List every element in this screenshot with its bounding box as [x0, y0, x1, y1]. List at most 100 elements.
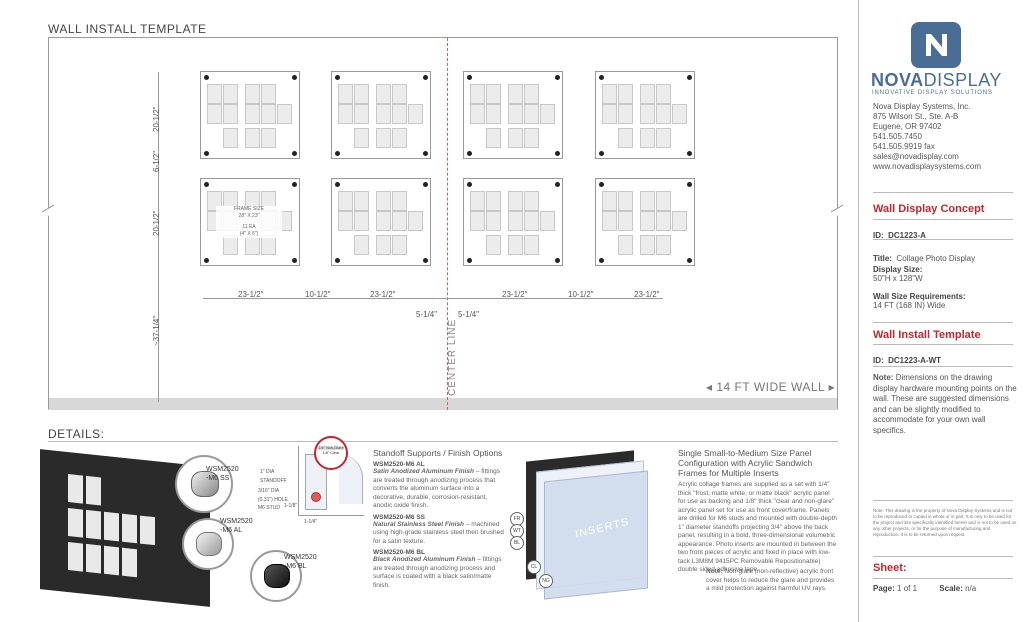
photo-frame: [223, 235, 238, 255]
mount-point: [555, 151, 560, 156]
wall-left-line: [48, 37, 49, 409]
frame-note-line3: 11 EA: [242, 224, 256, 230]
photo-frame: [524, 128, 539, 148]
scale-label: Scale:: [939, 584, 963, 593]
cross-section-stud: [311, 492, 321, 502]
bl-desc-text: – fittings are treated through anodizing…: [373, 556, 502, 589]
template-title: Wall Install Template: [873, 329, 981, 341]
mount-point: [292, 182, 297, 187]
photo-frame: [602, 191, 617, 211]
dim-panel-width-3: 23-1/2": [502, 290, 528, 299]
photo-frame: [470, 191, 485, 211]
photo-frame: [245, 104, 260, 124]
sidebar-divider-6: [873, 366, 1013, 367]
photo-frame: [354, 235, 369, 255]
bl-code: WSM2520-M6 BL: [373, 549, 426, 556]
panel-config-title: Single Small-to-Medium Size Panel Config…: [678, 448, 813, 478]
address-line: 541.505.7450: [873, 132, 922, 141]
bubble-line-2: 1/8" Clear: [322, 451, 340, 455]
photo-frame: [261, 84, 276, 104]
company-address: Nova Display Systems, Inc.875 Wilson St.…: [873, 102, 1017, 172]
template-id: ID: DC1223-A-WT: [873, 350, 1017, 368]
title-label: Title:: [873, 254, 892, 263]
photo-frame: [524, 211, 539, 231]
photo-frame: [656, 235, 671, 255]
al-desc: Satin Anodized Aluminum Finish – fitting…: [373, 468, 507, 511]
photo-frame: [618, 235, 633, 255]
frame-size-note: FRAME SIZE 28" X 23" 11 EA (4" X 6"): [216, 206, 282, 238]
concept-id-label: ID:: [873, 231, 884, 240]
wall-req-row: Wall Size Requirements:14 FT (168 IN) Wi…: [873, 292, 1017, 310]
photo-frame: [338, 104, 353, 124]
photo-frame: [486, 191, 501, 211]
illustration-photo: [68, 474, 83, 504]
photo-frame: [640, 235, 655, 255]
inserts-label: INSERTS: [574, 515, 631, 541]
dim-panel-height-bottom: 20-1/2": [152, 210, 161, 236]
page-label: Page:: [873, 584, 895, 593]
photo-frame: [656, 104, 671, 124]
photo-frame: [376, 84, 391, 104]
photo-frame: [223, 104, 238, 124]
photo-frame: [392, 128, 407, 148]
photo-frame: [223, 128, 238, 148]
mount-point: [204, 182, 209, 187]
sidebar-divider-1: [873, 192, 1013, 193]
sheet-title: Sheet:: [873, 562, 907, 574]
mount-point: [687, 258, 692, 263]
template-id-value: DC1223-A-WT: [888, 356, 942, 365]
mount-point: [335, 258, 340, 263]
mount-point: [599, 75, 604, 80]
photo-frame: [486, 84, 501, 104]
photo-frame: [524, 84, 539, 104]
wall-panel: [331, 178, 431, 266]
vertical-dim-line: [158, 72, 159, 402]
illustration-photo: [122, 513, 137, 544]
tag-ng: NG: [539, 574, 553, 588]
tag-cl: CL: [527, 560, 541, 574]
mount-point: [335, 151, 340, 156]
standoff-al-detail: [182, 518, 234, 570]
tag-bl: BL: [510, 536, 524, 550]
page-value: 1 of 1: [897, 584, 918, 593]
dim-panel-height-top: 20-1/2": [152, 106, 161, 132]
standoff-al-icon: [196, 532, 222, 556]
sidebar-note-text: Dimensions on the drawing display hardwa…: [873, 373, 1017, 435]
photo-frame: [618, 191, 633, 211]
photo-frame: [245, 128, 260, 148]
logo-bold: NOVA: [871, 70, 924, 90]
mount-point: [423, 182, 428, 187]
callout-bl: WSM2520 -M6 BL: [284, 554, 317, 570]
dim-gap-vertical: 6-1/2": [152, 150, 161, 172]
standoff-title: Standoff Supports / Finish Options: [373, 448, 503, 458]
photo-frame: [470, 84, 485, 104]
photo-frame: [640, 84, 655, 104]
photo-frame: [338, 84, 353, 104]
mount-point: [423, 75, 428, 80]
photo-frame: [376, 128, 391, 148]
illustration-photo: [140, 515, 155, 546]
wall-panel: [200, 71, 300, 159]
photo-frame: [354, 211, 369, 231]
photo-frame: [618, 104, 633, 124]
photo-frame: [354, 128, 369, 148]
mount-point: [555, 258, 560, 263]
mount-point: [292, 151, 297, 156]
photo-frame: [470, 211, 485, 231]
fine-print: Note: This drawing is the property of No…: [873, 508, 1017, 537]
photo-frame: [376, 191, 391, 211]
page-title: WALL INSTALL TEMPLATE: [48, 22, 207, 36]
wall-width-label: ◂ 14 FT WIDE WALL ▸: [706, 380, 836, 394]
photo-frame: [508, 211, 523, 231]
photo-frame: [408, 104, 423, 124]
photo-frame: [672, 211, 687, 231]
photo-frame: [245, 84, 260, 104]
size-value: 50"H x 128"W: [873, 274, 923, 283]
mount-point: [555, 75, 560, 80]
photo-frame: [656, 128, 671, 148]
mount-point: [467, 182, 472, 187]
mount-point: [687, 182, 692, 187]
photo-frame: [207, 104, 222, 124]
photo-frame: [656, 191, 671, 211]
address-line: Eugene, OR 97402: [873, 122, 942, 131]
